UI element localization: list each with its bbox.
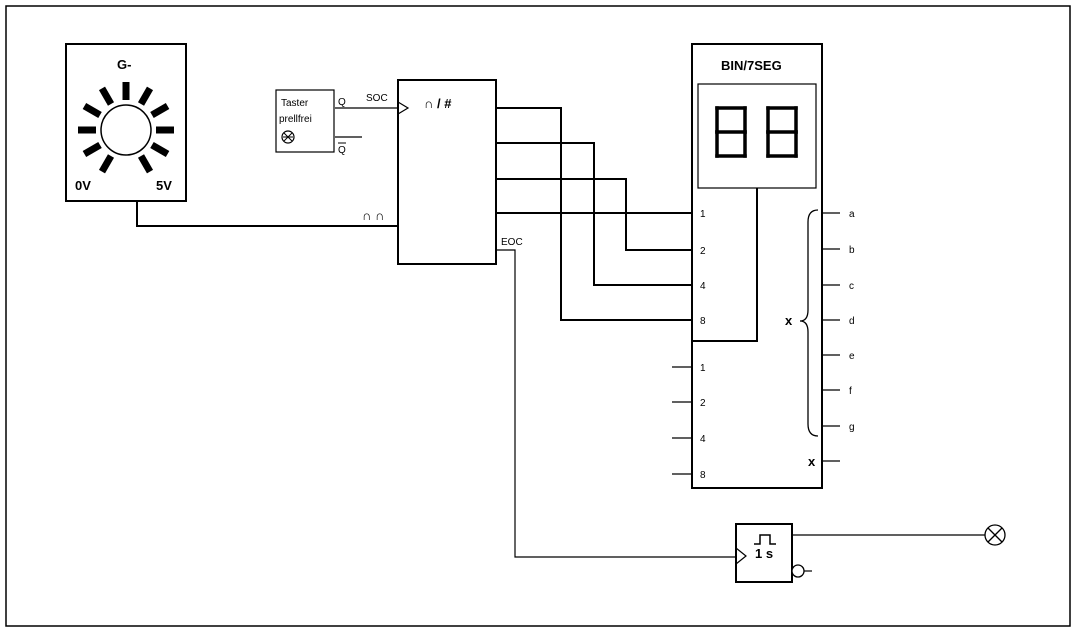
potentiometer-scale-icon xyxy=(78,82,174,174)
decoder-output-label: c xyxy=(849,281,854,292)
decoder-output-label: f xyxy=(849,386,852,397)
monoflop-clock-icon xyxy=(735,547,747,565)
adc-eoc-label: EOC xyxy=(501,237,523,248)
decoder-input-label: 2 xyxy=(700,246,706,257)
debounced-button: Taster prellfrei Q Q xyxy=(275,89,398,156)
monoflop-block: 1 s xyxy=(735,523,985,583)
decoder-input-label: 1 xyxy=(700,363,706,374)
scale-tick xyxy=(137,86,154,106)
button-box xyxy=(275,89,335,153)
scale-tick xyxy=(150,141,170,158)
scale-tick xyxy=(82,141,102,158)
seven-segment-digits xyxy=(715,106,798,158)
potentiometer: G- 0V 5V xyxy=(65,43,187,202)
decoder-output-label: d xyxy=(849,316,855,327)
button-label-line2: prellfrei xyxy=(279,114,312,125)
decoder-input-label: 8 xyxy=(700,316,706,327)
adc-soc-label: SOC xyxy=(366,93,388,104)
decoder-output-label: g xyxy=(849,422,855,433)
adc-analog-label: ∩ ∩ xyxy=(362,208,384,223)
decoder-inputs-bottom: 1 2 4 8 xyxy=(672,363,706,481)
display-divider xyxy=(692,188,758,342)
potentiometer-left-label: 0V xyxy=(75,178,91,193)
decoder-title: BIN/7SEG xyxy=(721,58,782,73)
potentiometer-right-label: 5V xyxy=(156,178,172,193)
potentiometer-box xyxy=(65,43,187,202)
adc-box xyxy=(397,79,497,265)
pulse-icon xyxy=(754,534,776,545)
decoder-input-label: 1 xyxy=(700,209,706,220)
monoflop-time: 1 s xyxy=(755,546,773,561)
decoder-inputs-top: 1 2 4 8 xyxy=(700,209,706,327)
data-wire-2 xyxy=(496,178,692,251)
decoder-input-label: 8 xyxy=(700,470,706,481)
scale-tick xyxy=(82,102,102,119)
scale-tick xyxy=(98,154,115,174)
eoc-wire xyxy=(496,249,736,558)
clock-input-icon xyxy=(397,101,410,115)
decoder-input-label: 4 xyxy=(700,434,706,445)
button-q-label: Q xyxy=(338,97,346,108)
scale-tick xyxy=(98,86,115,106)
adc-title: ∩ / # xyxy=(424,96,452,111)
button-label-line1: Taster xyxy=(281,98,309,109)
decoder-output-label: e xyxy=(849,351,855,362)
decoder-input-label: 2 xyxy=(700,398,706,409)
scale-tick xyxy=(137,154,154,174)
button-qbar-label: Q xyxy=(338,145,346,156)
decoder-x-label: x xyxy=(808,454,816,469)
analog-wire xyxy=(136,201,398,227)
monoflop-box xyxy=(735,523,793,583)
button-switch-icon xyxy=(281,130,295,144)
potentiometer-label: G- xyxy=(117,57,131,72)
lamp-icon xyxy=(984,524,1006,546)
scale-tick xyxy=(150,102,170,119)
decoder-output-label: b xyxy=(849,245,855,256)
outer-frame xyxy=(5,5,1071,627)
decoder-output-label: a xyxy=(849,209,855,220)
potentiometer-knob xyxy=(100,104,152,156)
decoder-input-label: 4 xyxy=(700,281,706,292)
output-brace xyxy=(799,209,819,437)
adc-block: ∩ / # SOC ∩ ∩ EOC xyxy=(362,79,523,265)
inverted-output-icon xyxy=(791,564,805,578)
decoder-outputs: a b c d e f g xyxy=(822,209,855,433)
brace-label: x xyxy=(785,313,793,328)
